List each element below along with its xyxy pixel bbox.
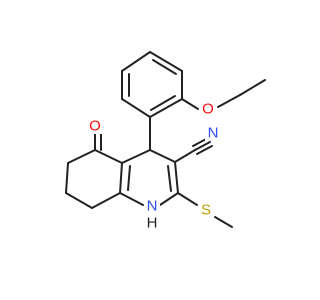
bond-ethyl-ch3 — [239, 79, 266, 96]
atom-labels: O N O N H S — [87, 101, 221, 232]
bond-nitrile-1 — [194, 141, 211, 151]
bond-aryl-3 — [149, 98, 183, 118]
bond-nitrile-3 — [196, 145, 213, 155]
bond-c8a-c4a-double — [127, 165, 131, 191]
bond-c5-c6 — [67, 149, 96, 164]
ring-nitrogen-label: N — [147, 198, 158, 215]
bond-aryl-6 — [121, 51, 151, 72]
bond-c6-c7 — [65, 162, 69, 194]
bond-c8-c8a — [91, 192, 121, 209]
bond-n1-c8a — [119, 192, 144, 206]
bond-aryl-inner-3 — [150, 95, 176, 111]
ring-nitrogen-atom: N H — [144, 198, 160, 232]
carbonyl-oxygen-atom: O — [87, 118, 103, 135]
bond-ethyl-ch2 — [217, 94, 241, 108]
ether-oxygen-atom: O — [200, 101, 216, 118]
bond-c4a-c4 — [121, 149, 151, 164]
sulfur-label: S — [201, 202, 211, 219]
bond-ether-aryl — [181, 98, 199, 110]
bond-aryl-4 — [121, 98, 151, 118]
bonds — [65, 51, 266, 228]
ring-nitrogen-hydrogen-label: H — [147, 215, 158, 232]
bond-c2-s — [177, 192, 198, 206]
bond-aryl-1 — [149, 51, 183, 72]
nitrile-nitrogen-atom: N — [205, 125, 221, 142]
bond-c5-c4a — [94, 149, 123, 164]
bond-c2-n1 — [159, 192, 179, 206]
bond-c7-c8 — [65, 192, 93, 209]
bond-c3-c2-double — [167, 165, 172, 192]
chemical-structure: O N O N H S — [65, 51, 266, 232]
sulfur-atom: S — [198, 202, 214, 219]
carbonyl-oxygen-label: O — [89, 118, 101, 135]
bond-c8a-c4a — [119, 162, 123, 194]
nitrile-nitrogen-label: N — [208, 125, 219, 142]
bond-s-ch3 — [214, 216, 233, 228]
bond-c4-c3 — [149, 149, 176, 163]
bond-c3-c2 — [174, 161, 179, 194]
bond-aryl-inner-1 — [152, 59, 177, 75]
ether-oxygen-label: O — [202, 101, 214, 118]
bond-c3-cn — [174, 149, 196, 163]
